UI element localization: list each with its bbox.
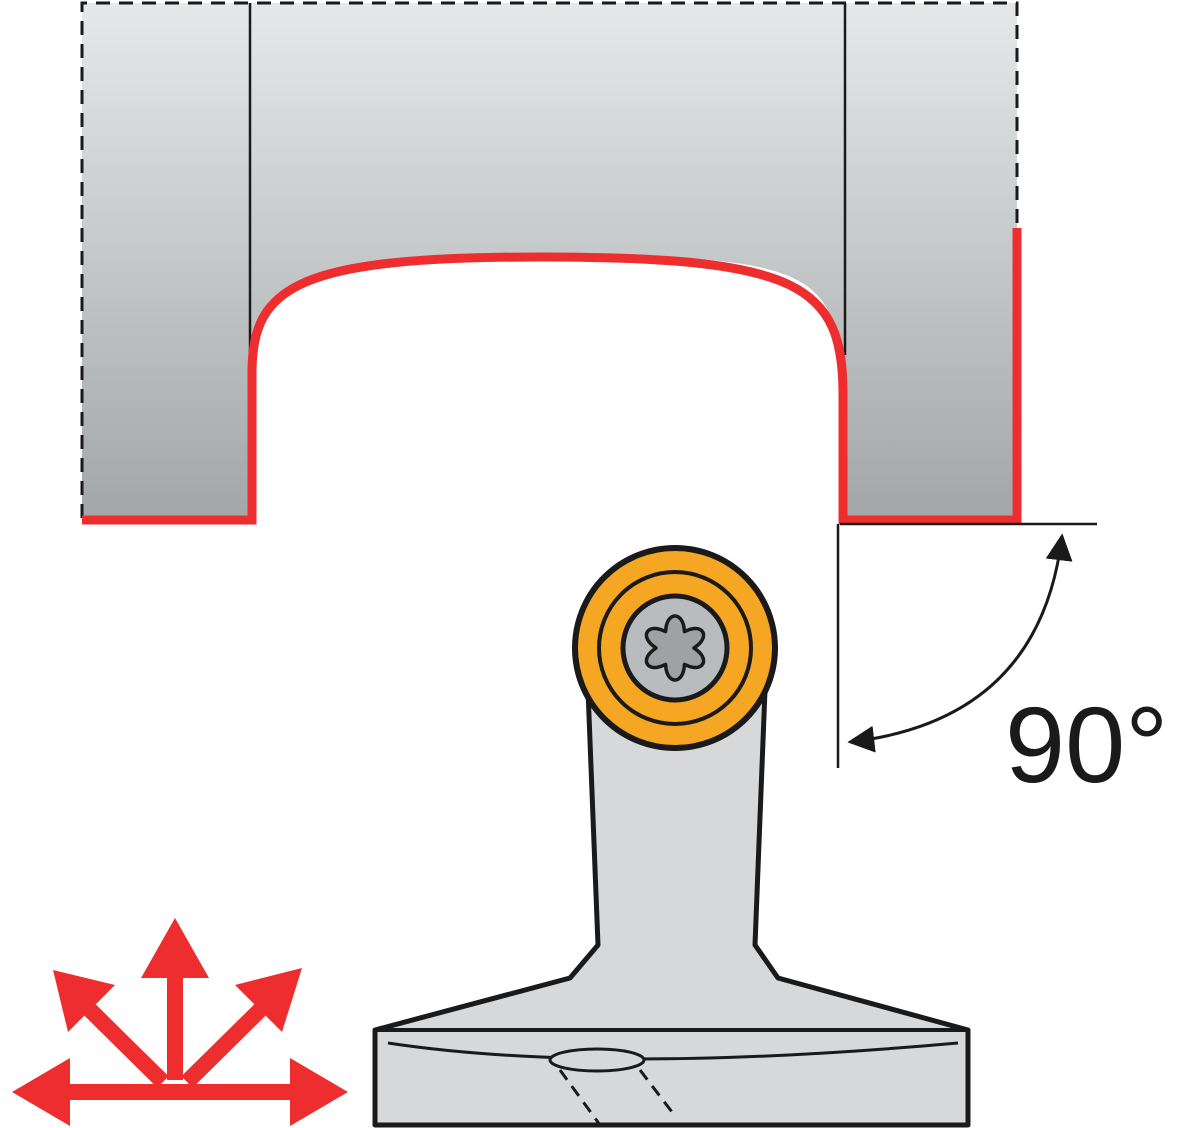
workpiece-body xyxy=(82,3,1017,520)
arrow-up-right-head xyxy=(235,968,302,1032)
coolant-channel-right xyxy=(638,1069,674,1113)
round-insert xyxy=(572,545,778,751)
machined-profile xyxy=(82,228,1022,525)
stock-boundary-dashed xyxy=(80,1,1019,518)
arrow-up-head xyxy=(141,918,209,978)
insert-inner-ring xyxy=(597,570,753,726)
arrow-left-head xyxy=(12,1058,70,1126)
angle-arc xyxy=(847,533,1073,753)
coolant-hole xyxy=(548,1047,646,1073)
coolant-channel-left xyxy=(558,1069,602,1126)
holder-shank xyxy=(372,687,971,1128)
angle-label: 90° xyxy=(1005,684,1168,805)
workpiece xyxy=(80,1,1022,525)
arrow-right-head xyxy=(290,1058,348,1126)
angle-indicator: 90° xyxy=(836,522,1168,805)
arrow-up-left-head xyxy=(53,970,115,1032)
torx-screw-icon xyxy=(644,614,706,682)
tool-holder xyxy=(372,687,971,1128)
arrow-up-left xyxy=(79,999,169,1088)
arrow-up-right xyxy=(181,999,271,1088)
multi-direction-arrows-icon xyxy=(12,918,348,1126)
